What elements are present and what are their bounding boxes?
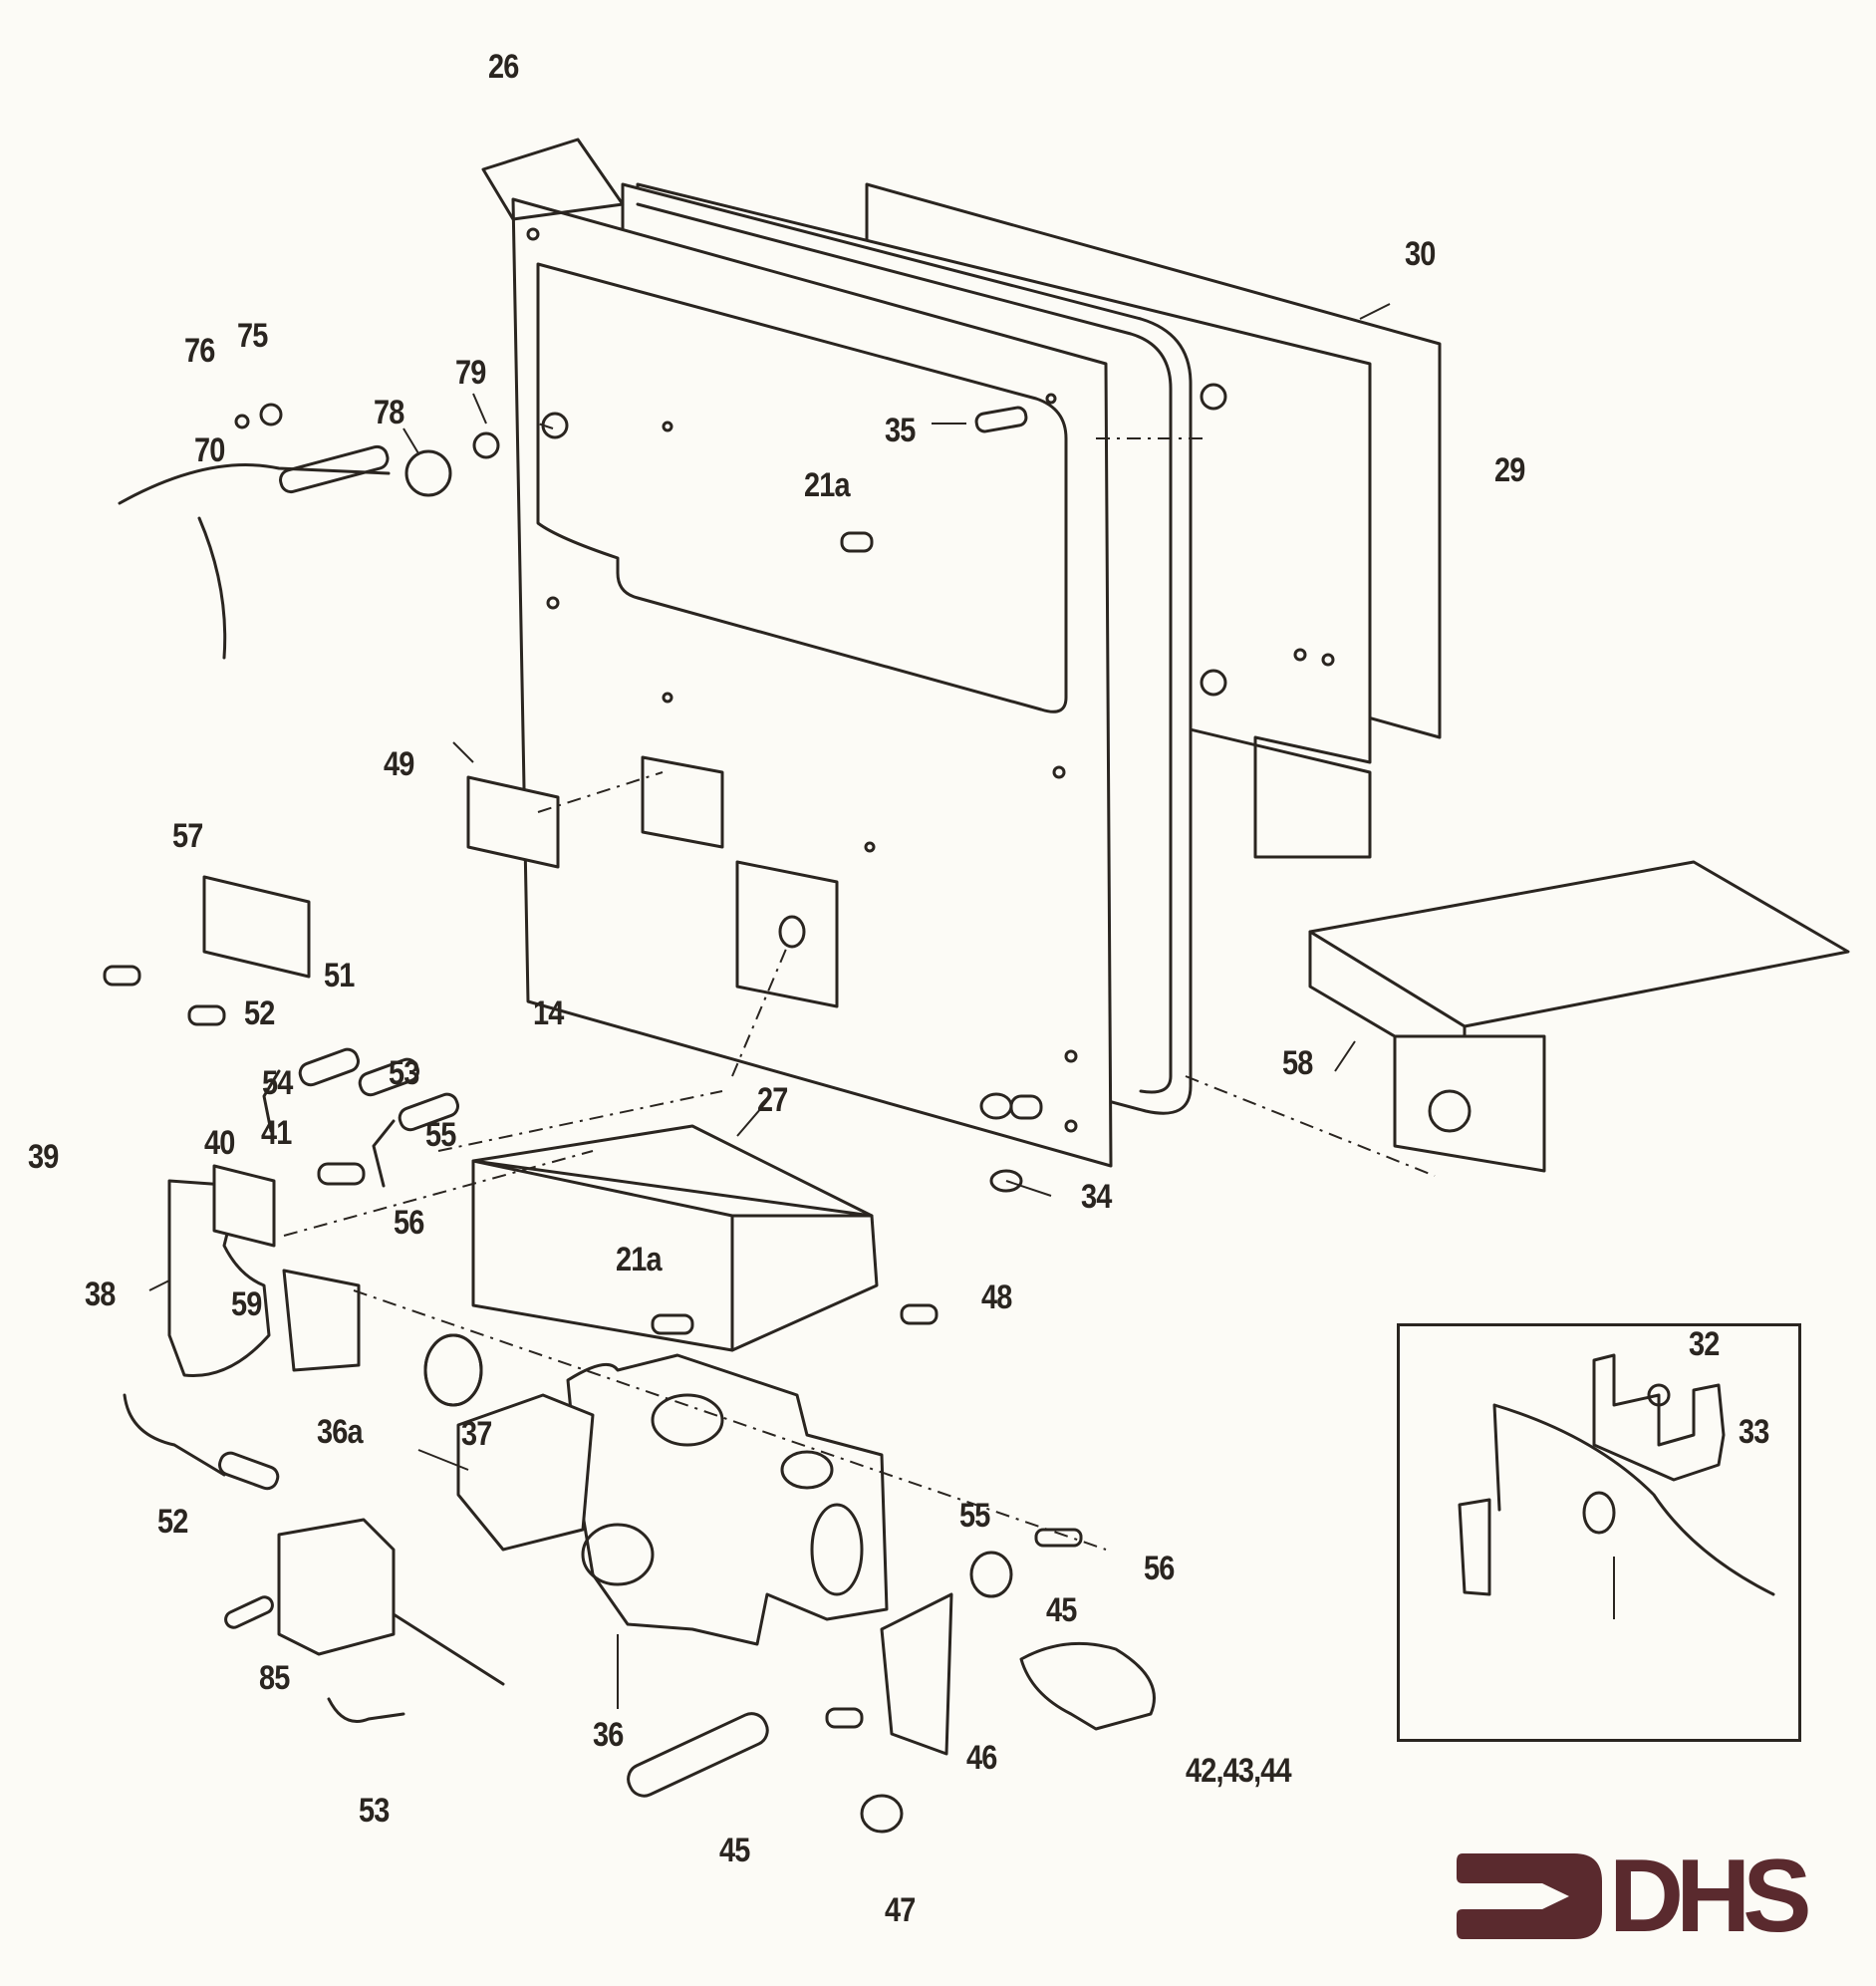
callout-42-43-44: 42,43,44	[1186, 1752, 1292, 1790]
callout-79: 79	[455, 354, 486, 392]
callout-26: 26	[488, 48, 519, 86]
callout-58: 58	[1282, 1044, 1313, 1082]
callout-21a-top: 21a	[804, 466, 851, 504]
callout-46: 46	[966, 1739, 997, 1777]
callout-56-lower: 56	[1144, 1550, 1175, 1587]
callout-59: 59	[231, 1285, 262, 1323]
callout-37: 37	[461, 1415, 492, 1453]
callout-53-upper: 53	[389, 1054, 419, 1092]
callout-70: 70	[194, 431, 225, 469]
arrow-icon	[1457, 1853, 1602, 1939]
handle-38	[167, 1164, 361, 1377]
cover-box-27	[471, 1124, 879, 1352]
callout-49: 49	[384, 745, 414, 783]
callout-41: 41	[261, 1114, 292, 1152]
callout-36a: 36a	[317, 1413, 364, 1451]
callout-76: 76	[184, 332, 215, 370]
callout-45-lower: 45	[719, 1832, 750, 1869]
callout-53-lower: 53	[359, 1792, 390, 1830]
callout-34: 34	[1081, 1178, 1112, 1216]
callout-14: 14	[533, 994, 564, 1032]
callout-48: 48	[981, 1278, 1012, 1316]
callout-39: 39	[28, 1138, 59, 1176]
callout-36: 36	[593, 1716, 624, 1754]
callout-51: 51	[324, 957, 355, 994]
inset-detail-33	[1458, 1353, 1775, 1619]
callout-21a-lower: 21a	[616, 1241, 663, 1278]
back-plate-26	[481, 138, 1113, 1168]
callout-32: 32	[1689, 1325, 1720, 1363]
callout-29: 29	[1494, 451, 1525, 489]
callout-40: 40	[204, 1124, 235, 1162]
callout-35: 35	[885, 412, 916, 449]
callout-75: 75	[237, 317, 268, 355]
callout-56-upper: 56	[394, 1204, 424, 1242]
callout-78: 78	[374, 394, 404, 431]
small-parts	[103, 403, 1156, 1834]
dhs-logo: DHS	[1455, 1842, 1833, 1951]
callout-57: 57	[172, 817, 203, 855]
gas-valve-36	[277, 1333, 889, 1656]
callout-55-lower: 55	[959, 1497, 990, 1535]
callout-27: 27	[757, 1081, 788, 1119]
callout-85: 85	[259, 1659, 290, 1697]
callout-54: 54	[262, 1064, 293, 1102]
logo-text: DHS	[1609, 1839, 1812, 1954]
callout-38: 38	[85, 1276, 116, 1313]
callout-52-upper: 52	[244, 994, 275, 1032]
callout-33: 33	[1739, 1413, 1769, 1451]
callout-45-right: 45	[1046, 1591, 1077, 1629]
callout-52-lower: 52	[157, 1503, 188, 1541]
callout-47: 47	[885, 1891, 916, 1929]
leader-lines	[148, 303, 1391, 1709]
burner-58	[1308, 860, 1850, 1173]
alignment-lines	[283, 423, 1436, 1551]
callout-30: 30	[1405, 235, 1436, 273]
callout-55-upper: 55	[425, 1116, 456, 1154]
inset-frame	[1397, 1323, 1801, 1742]
